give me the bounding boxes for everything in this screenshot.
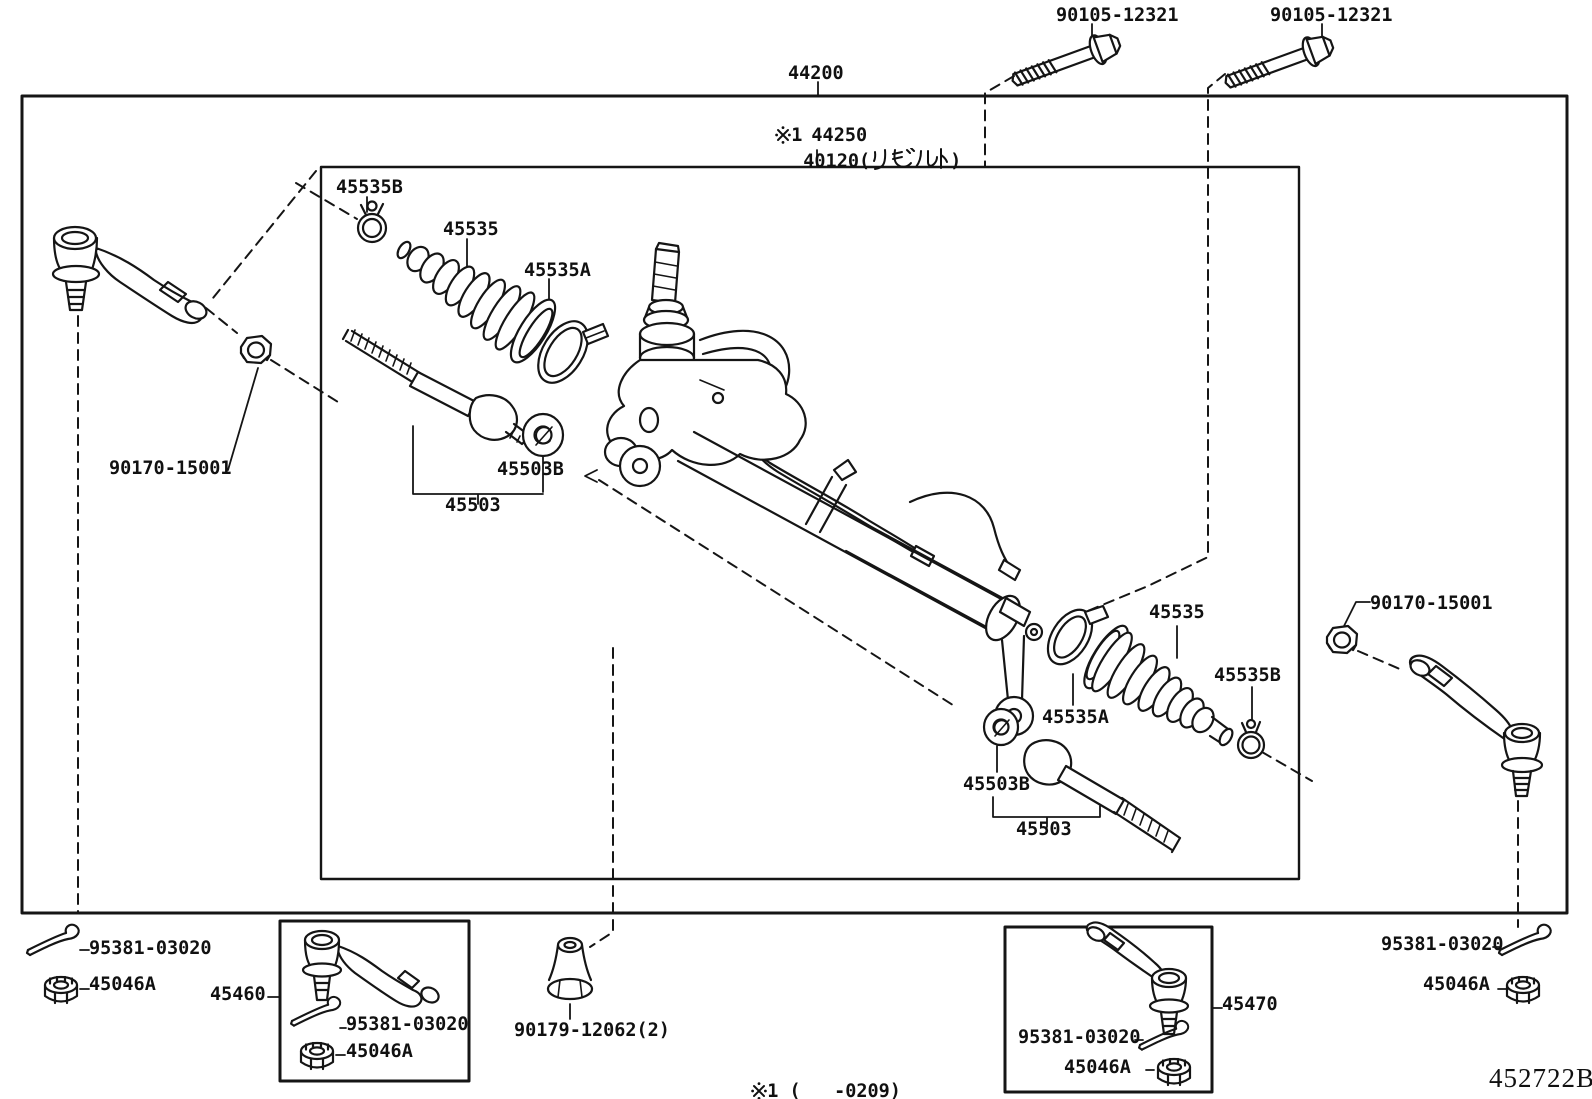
footnote-range: ( -0209) xyxy=(778,1081,901,1099)
inner-subassembly-box xyxy=(319,165,1301,881)
assembly-relation-dashed-lines xyxy=(77,73,1519,948)
katakana-rebuilt-text xyxy=(873,148,949,170)
part-label-bolt-1: 90105-12321 xyxy=(1056,5,1179,26)
reference-mark-digit: 1 xyxy=(767,1081,779,1099)
reman-prefix: 40120( xyxy=(803,151,871,172)
part-label-boot-left: 45535 xyxy=(443,219,499,240)
footnote: 1 ( -0209) xyxy=(729,1060,901,1099)
boot-clamp-large-left-drawing xyxy=(537,320,610,384)
part-label-cotter-pin-right-inside: 95381-03020 xyxy=(1018,1027,1141,1048)
part-label-column-hole-nut: 90179-12062(2) xyxy=(514,1020,670,1041)
part-label-nut-right: 90170-15001 xyxy=(1370,593,1493,614)
part-label-boot-right: 45535 xyxy=(1149,602,1205,623)
tie-rod-end-rh-box-drawing xyxy=(1085,921,1192,1087)
claw-washer-left-drawing xyxy=(521,412,565,458)
cotter-pin-left-outside-drawing xyxy=(25,923,80,957)
tie-rod-end-lh-box xyxy=(278,919,471,1083)
part-label-castle-nut-right-inside: 45046A xyxy=(1064,1057,1131,1078)
boundary-boxes xyxy=(20,94,1569,1094)
steering-gear-assembly-drawing xyxy=(603,241,1044,737)
part-label-clip-right: 45535B xyxy=(1214,665,1281,686)
boot-left-drawing xyxy=(396,240,557,364)
part-label-clamp-left: 45535A xyxy=(524,260,591,281)
part-label-claw-washer-left: 45503B xyxy=(497,459,564,480)
reference-mark-icon xyxy=(751,1082,768,1099)
claw-washer-right-drawing xyxy=(982,707,1020,747)
part-number-44250: 44250 xyxy=(811,125,868,146)
part-label-cotter-pin-right-outside: 95381-03020 xyxy=(1381,934,1504,955)
outer-group-box xyxy=(20,94,1569,915)
cotter-pin-right-outside-drawing xyxy=(1497,923,1552,957)
tie-rod-end-right-drawing xyxy=(1408,654,1544,798)
part-label-castle-nut-left-inside: 45046A xyxy=(346,1041,413,1062)
part-label-tie-rod-end-lh: 45460 xyxy=(210,984,266,1005)
part-label-rack-end-right: 45503 xyxy=(1016,819,1072,840)
part-label-claw-washer-right: 45503B xyxy=(963,774,1030,795)
reference-mark-icon xyxy=(775,126,792,144)
lock-nut-right-drawing xyxy=(1325,624,1359,655)
boot-clamp-large-right-drawing xyxy=(1046,604,1110,666)
castle-nut-right-outside-drawing xyxy=(1505,975,1541,1005)
rack-end-right-drawing xyxy=(1023,739,1182,854)
part-label-reman-gear: 40120( ) xyxy=(781,127,961,172)
rack-end-left-drawing xyxy=(341,328,532,446)
reference-mark-digit: 1 xyxy=(791,125,803,146)
mount-bolt-drawing-2 xyxy=(1219,28,1339,99)
part-label-tie-rod-end-rh: 45470 xyxy=(1222,994,1278,1015)
part-label-clamp-right: 45535A xyxy=(1042,707,1109,728)
castle-nut-left-outside-drawing xyxy=(43,975,79,1005)
part-label-gear-assy: 44200 xyxy=(788,63,844,84)
part-label-bolt-2: 90105-12321 xyxy=(1270,5,1393,26)
part-label-cotter-pin-left-outside: 95381-03020 xyxy=(89,938,212,959)
boot-right-drawing xyxy=(1083,624,1234,747)
boot-clip-small-left-drawing xyxy=(356,200,388,244)
diagram-code: 452722B xyxy=(1489,1063,1592,1093)
tie-rod-end-left-drawing xyxy=(51,225,208,325)
lock-nut-left-drawing xyxy=(239,334,273,365)
part-label-castle-nut-right-outside: 45046A xyxy=(1423,974,1490,995)
leader-lines xyxy=(79,23,1507,1071)
part-label-nut-left: 90170-15001 xyxy=(109,458,232,479)
part-label-gear-sub-assy: 1 44250 xyxy=(753,104,867,146)
boot-clip-small-right-drawing xyxy=(1236,718,1266,760)
part-label-rack-end-left: 45503 xyxy=(445,495,501,516)
mount-bolt-drawing-1 xyxy=(1006,26,1126,97)
part-label-cotter-pin-left-inside: 95381-03020 xyxy=(346,1014,469,1035)
tie-rod-end-lh-box-drawing xyxy=(290,929,440,1071)
part-label-castle-nut-left-outside: 45046A xyxy=(89,974,156,995)
column-hole-cover-nut-drawing xyxy=(546,936,594,1001)
part-label-clip-left: 45535B xyxy=(336,177,403,198)
reman-suffix: ) xyxy=(950,151,962,172)
